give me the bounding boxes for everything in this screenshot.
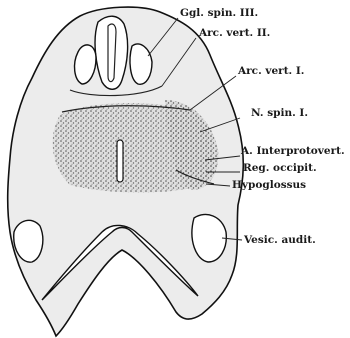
label-reg-occipit: Reg. occipit. [243, 162, 317, 174]
label-arc-vert-i: Arc. vert. I. [237, 65, 304, 77]
label-a-interprotovert: A. Interprotovert. [240, 145, 345, 157]
label-n-spin-i: N. spin. I. [251, 107, 308, 119]
label-hypoglossus: Hypoglossus [232, 179, 306, 191]
label-vesic-audit: Vesic. audit. [243, 234, 316, 246]
notochord [117, 140, 123, 182]
auditory-vesicle-right [192, 214, 226, 262]
label-ggl-spin-iii: Ggl. spin. III. [180, 7, 258, 19]
label-arc-vert-ii: Arc. vert. II. [198, 27, 270, 39]
